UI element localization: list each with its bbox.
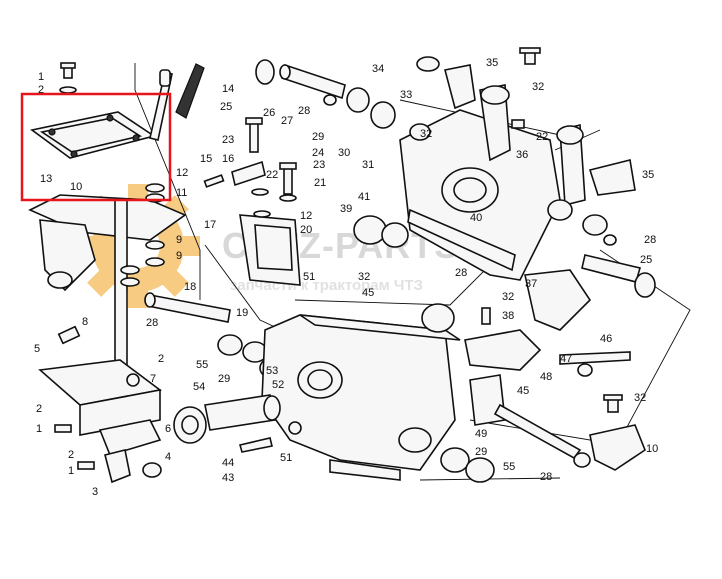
callout-28: 28 (540, 471, 552, 483)
callout-26: 26 (263, 107, 275, 119)
callout-52: 52 (272, 379, 284, 391)
callout-28: 28 (146, 317, 158, 329)
callout-1: 1 (68, 465, 74, 477)
callout-47: 47 (560, 353, 572, 365)
callout-12: 12 (300, 210, 312, 222)
callout-13: 13 (40, 173, 52, 185)
callout-18: 18 (184, 281, 196, 293)
callout-23: 23 (313, 159, 325, 171)
callout-16: 16 (222, 153, 234, 165)
callout-22: 22 (266, 169, 278, 181)
callout-53: 53 (266, 365, 278, 377)
main-housing (261, 314, 461, 481)
callout-48: 48 (540, 371, 552, 383)
callout-33: 33 (400, 89, 412, 101)
callout-30: 30 (338, 147, 350, 159)
right-shaft-group (353, 199, 656, 298)
top-shaft-group (255, 59, 396, 129)
callout-14: 14 (222, 83, 234, 95)
callout-9: 9 (176, 234, 182, 246)
callout-11: 11 (176, 187, 187, 199)
callout-25: 25 (640, 254, 652, 266)
callout-32: 32 (532, 81, 544, 93)
callout-35: 35 (642, 169, 654, 181)
callout-54: 54 (193, 381, 205, 393)
bracket-group (203, 117, 301, 286)
callout-39: 39 (340, 203, 352, 215)
lower-right-forks (421, 269, 646, 483)
callout-38: 38 (502, 310, 514, 322)
callout-41: 41 (358, 191, 370, 203)
callout-43: 43 (222, 472, 234, 484)
callout-29: 29 (475, 446, 487, 458)
callout-32: 32 (420, 128, 432, 140)
callout-49: 49 (475, 428, 487, 440)
callout-12: 12 (176, 167, 188, 179)
callout-32: 32 (634, 392, 646, 404)
callout-55: 55 (196, 359, 208, 371)
callout-10: 10 (70, 181, 82, 193)
callout-3: 3 (92, 486, 98, 498)
callout-24: 24 (312, 147, 324, 159)
callout-51: 51 (280, 452, 292, 464)
gear-shift-assembly (28, 62, 205, 484)
callout-40: 40 (470, 212, 482, 224)
callout-55: 55 (503, 461, 515, 473)
highlight-box (20, 92, 172, 202)
callout-7: 7 (150, 373, 156, 385)
callout-44: 44 (222, 457, 234, 469)
callout-17: 17 (204, 219, 216, 231)
callout-1: 1 (38, 71, 44, 83)
callout-37: 37 (525, 278, 537, 290)
callout-46: 46 (600, 333, 612, 345)
callout-27: 27 (281, 115, 293, 127)
callout-4: 4 (165, 451, 171, 463)
callout-28: 28 (298, 105, 310, 117)
callout-28: 28 (644, 234, 656, 246)
callout-28: 28 (455, 267, 467, 279)
top-right-levers (416, 47, 636, 207)
callout-1: 1 (36, 423, 42, 435)
callout-9: 9 (176, 250, 182, 262)
callout-51: 51 (303, 271, 315, 283)
callout-34: 34 (372, 63, 384, 75)
callout-35: 35 (486, 57, 498, 69)
lever-knob (175, 63, 205, 119)
upper-housing (399, 109, 561, 281)
callout-8: 8 (82, 316, 88, 328)
callout-15: 15 (200, 153, 212, 165)
callout-10: 10 (646, 443, 658, 455)
callout-29: 29 (218, 373, 230, 385)
callout-19: 19 (236, 307, 248, 319)
callout-2: 2 (68, 449, 74, 461)
callout-32: 32 (358, 271, 370, 283)
callout-36: 36 (516, 149, 528, 161)
callout-21: 21 (314, 177, 326, 189)
callout-25: 25 (220, 101, 232, 113)
callout-2: 2 (158, 353, 164, 365)
callout-2: 2 (38, 84, 44, 96)
callout-31: 31 (362, 159, 374, 171)
callout-2: 2 (36, 403, 42, 415)
callout-23: 23 (222, 134, 234, 146)
callout-32: 32 (502, 291, 514, 303)
callout-6: 6 (165, 423, 171, 435)
callout-29: 29 (312, 131, 324, 143)
callout-5: 5 (34, 343, 40, 355)
callout-45: 45 (362, 287, 374, 299)
callout-22: 22 (536, 131, 548, 143)
callout-20: 20 (300, 224, 312, 236)
lower-left-shaft-group (173, 394, 281, 453)
callout-45: 45 (517, 385, 529, 397)
